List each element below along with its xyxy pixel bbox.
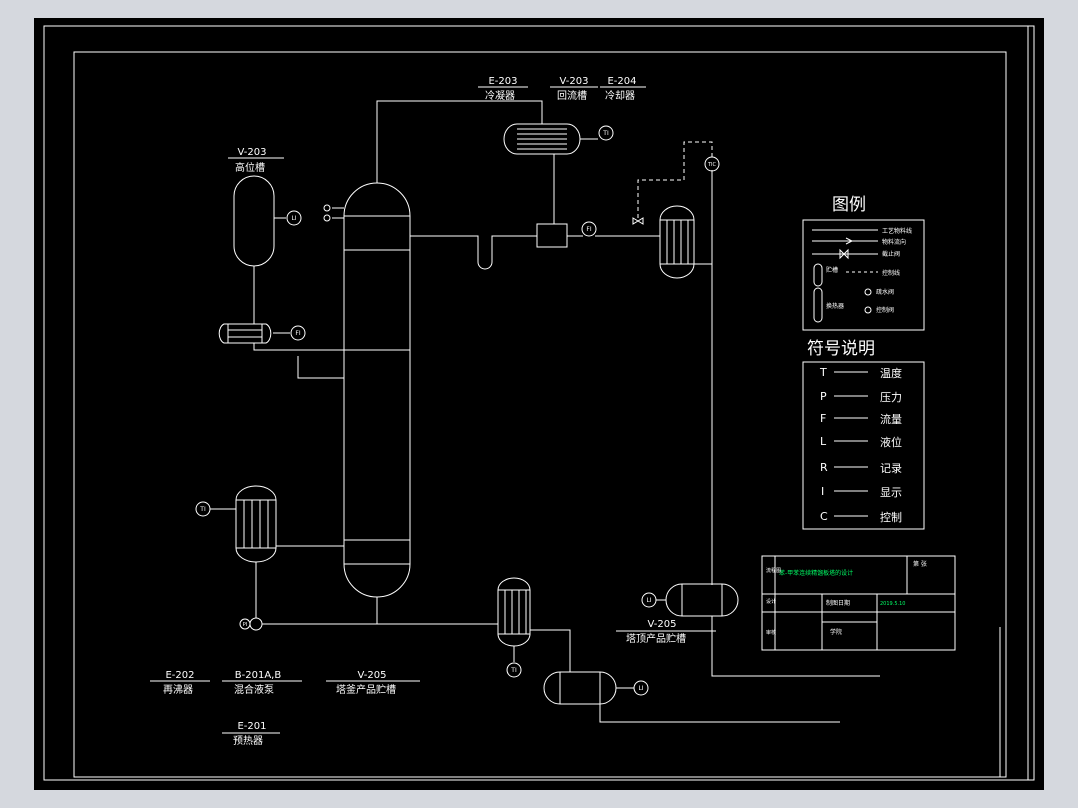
control-signal-line — [637, 141, 713, 218]
pipe-overhead-vapor — [376, 100, 543, 183]
label-e202-name: 再沸器 — [163, 683, 193, 696]
symbol-letter: C — [820, 510, 828, 523]
legend-item-label: 工艺物料线 — [882, 227, 912, 235]
legend-item-label: 截止阀 — [882, 250, 900, 258]
sheet-border-inner — [73, 51, 1007, 778]
symbols-title: 符号说明 — [807, 339, 875, 359]
legend-item-label: 控制线 — [882, 269, 900, 277]
label-v205-bottom-name: 塔釜产品贮槽 — [336, 683, 396, 696]
label-v203-reflux-name: 回流槽 — [557, 89, 587, 102]
instrument-tag: PI — [243, 622, 248, 628]
instrument-feed-bubble — [290, 325, 306, 341]
label-v203-high-name: 高位槽 — [235, 161, 265, 174]
symbol-meaning: 控制 — [880, 510, 902, 524]
instrument-tag: LI — [638, 685, 643, 692]
label-e204-name: 冷却器 — [605, 89, 635, 102]
instrument-tag: FI — [295, 330, 300, 337]
label-v203-reflux-code: V-203 — [560, 76, 589, 87]
symbol-meaning: 流量 — [880, 412, 902, 426]
symbol-meaning: 压力 — [880, 391, 902, 404]
label-e202-code: E-202 — [165, 670, 194, 681]
instrument-control-bubble — [704, 156, 720, 172]
label-e203-name: 冷凝器 — [485, 89, 515, 102]
tb-sheet-label: 第 张 — [913, 560, 927, 568]
label-e203-code: E-203 — [488, 76, 517, 87]
label-v205-bottom-code: V-205 — [358, 670, 387, 681]
pipe-feed-branch — [297, 356, 344, 379]
nozzle-bubble-1 — [323, 204, 331, 212]
symbol-meaning: 温度 — [880, 366, 902, 380]
instrument-bottom-tank-bubble — [633, 680, 649, 696]
legend-sample-exchanger — [813, 287, 823, 323]
legend-sample-flow-arrow — [845, 237, 854, 245]
legend-item-label: 换热器 — [826, 302, 844, 310]
legend-item-label: 控制阀 — [876, 306, 894, 314]
title-block — [761, 555, 956, 651]
tb-designer-label: 设计 — [766, 598, 776, 605]
label-e201-name: 预热器 — [233, 734, 263, 747]
instrument-tag: TIC — [707, 162, 717, 168]
pipe-feed-to-column — [253, 343, 344, 351]
pipe-top-tank-out — [711, 616, 880, 677]
tb-date-label: 制图日期 — [826, 599, 850, 607]
condenser-e203 — [503, 123, 581, 155]
symbol-letter: R — [820, 461, 828, 474]
pipe-bottom-tank-out — [599, 704, 840, 723]
legend-title: 图例 — [832, 195, 866, 215]
instrument-e202-bubble — [195, 501, 211, 517]
label-e204-code: E-204 — [607, 76, 636, 87]
instrument-tag: TI — [602, 130, 609, 137]
instrument-reflux-bubble — [581, 221, 597, 237]
legend-sample-valve — [839, 248, 849, 260]
tb-drawing-type: 流程图 — [766, 567, 781, 574]
tb-school-label: 学院 — [830, 628, 842, 636]
label-v205-top-name: 塔顶产品贮槽 — [626, 632, 686, 645]
instrument-cooler-bottom-bubble — [506, 662, 522, 678]
tb-date-value: 2019.5.10 — [880, 601, 905, 607]
label-b201-name: 混合液泵 — [234, 683, 274, 696]
instrument-tag: LI — [646, 597, 651, 604]
legend-sample-tank — [813, 263, 823, 287]
label-v205-top-code: V-205 — [648, 619, 677, 630]
nozzle-bubble-2 — [323, 214, 331, 222]
symbols-box — [802, 361, 925, 530]
high-level-tank-v203 — [233, 175, 275, 267]
label-b201-code: B-201A,B — [235, 670, 282, 681]
instrument-top-tank-bubble — [641, 592, 657, 608]
symbol-letter: F — [820, 412, 826, 425]
instrument-high-tank-bubble — [286, 210, 302, 226]
sheet-border-outer — [43, 25, 1035, 781]
legend-sample-cvalve — [864, 306, 872, 314]
instrument-tag: LI — [291, 215, 296, 222]
pipe-cooler-utility — [530, 629, 571, 672]
symbol-letter: T — [819, 366, 827, 379]
label-v203-high-code: V-203 — [238, 147, 267, 158]
legend-item-label: 贮槽 — [826, 266, 838, 274]
symbol-letter: I — [821, 485, 824, 498]
instrument-tag: FI — [586, 226, 591, 233]
control-valve — [632, 217, 644, 225]
legend-box — [802, 219, 925, 331]
legend-item-label: 疏水阀 — [876, 288, 894, 296]
instrument-tag: TI — [199, 506, 206, 513]
pipe-reflux-return — [410, 235, 537, 270]
symbol-meaning: 液位 — [880, 435, 902, 449]
instrument-e204-bubble — [598, 125, 614, 141]
label-e201-code: E-201 — [237, 721, 266, 732]
instrument-pump-bubble — [239, 618, 251, 630]
symbol-letter: P — [820, 390, 827, 403]
tb-check-label: 审核 — [766, 629, 776, 636]
drawing-canvas — [34, 18, 1044, 790]
legend-item-label: 物料流向 — [882, 238, 906, 246]
tb-project-title: 苯-甲苯连续精馏板塔的设计 — [779, 569, 853, 577]
symbol-letter: L — [820, 435, 827, 448]
instrument-tag: TI — [510, 667, 517, 674]
symbol-meaning: 显示 — [880, 486, 902, 499]
legend-sample-trap — [864, 288, 872, 296]
preheater-e201 — [218, 323, 272, 344]
symbol-meaning: 记录 — [880, 462, 902, 475]
